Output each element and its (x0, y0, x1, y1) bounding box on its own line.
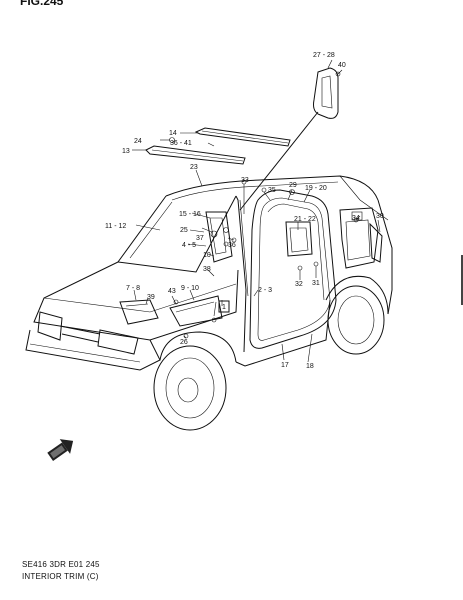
leader-lines (133, 169, 381, 363)
callout-37: 37 (196, 235, 204, 242)
callout-14: 14 (169, 130, 177, 137)
roof-molding-14 (194, 127, 291, 147)
callout-1: 1 (222, 304, 226, 311)
callout-23: 23 (190, 164, 198, 171)
callout-26: 26 (180, 339, 188, 346)
callout-15-16: 15 - 16 (179, 211, 201, 218)
callout-21-22: 21 - 22 (294, 216, 316, 223)
callout-27-28: 27 - 28 (313, 52, 335, 59)
callout-7-8: 7 - 8 (126, 285, 140, 292)
quarter-window-glass (313, 67, 341, 119)
callout-39: 39 (147, 294, 155, 301)
callout-38: 38 (203, 266, 211, 273)
callout-19-20: 19 - 20 (305, 185, 327, 192)
callout-36: 36 (228, 242, 236, 249)
callout-33: 33 (241, 177, 249, 184)
callout-10: 10 (203, 252, 211, 259)
vehicle-body (25, 175, 393, 431)
callout-labels: 27 - 28 40 14 24 36 - 41 13 23 33 35 29 … (105, 52, 384, 370)
callout-11-12: 11 - 12 (105, 223, 126, 230)
front-arrow-icon (47, 439, 74, 461)
callout-40: 40 (338, 62, 346, 69)
callout-25: 25 (180, 227, 188, 234)
callout-17: 17 (281, 362, 289, 369)
callout-35: 35 (268, 187, 276, 194)
callout-4-5: 4 - 5 (182, 242, 196, 249)
callout-18: 18 (306, 363, 314, 370)
callout-30: 30 (376, 213, 384, 220)
callout-34: 34 (352, 215, 360, 222)
footer-name: INTERIOR TRIM (C) (22, 572, 99, 581)
page-edge-mark (461, 255, 463, 305)
figure-title: FIG.245 (20, 0, 64, 8)
callout-43: 43 (168, 288, 176, 295)
callout-31: 31 (312, 280, 320, 287)
callout-36-41: 36 - 41 (170, 140, 192, 147)
callout-24: 24 (134, 138, 142, 145)
callout-2-3: 2 - 3 (258, 287, 272, 294)
callout-9-10: 9 - 10 (181, 285, 199, 292)
footer-code: SE416 3DR E01 245 (22, 560, 100, 569)
callout-29: 29 (289, 182, 297, 189)
roof-molding-13 (145, 145, 246, 165)
callout-13: 13 (122, 148, 130, 155)
callout-32: 32 (295, 281, 303, 288)
